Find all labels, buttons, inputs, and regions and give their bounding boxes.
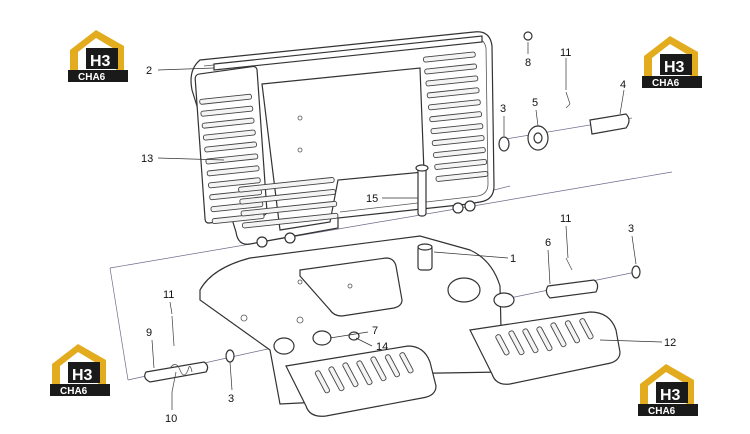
ring-lower <box>273 337 295 355</box>
small-parts <box>144 31 641 393</box>
bolt-8 <box>523 31 533 41</box>
washer-upper <box>498 136 510 152</box>
logo-wordmark: CHA6 <box>60 386 88 397</box>
callout-4: 4 <box>620 79 626 91</box>
brand-logo-top-right: H3 CHA6 <box>642 36 702 89</box>
callout-3-lower: 3 <box>228 393 234 405</box>
callout-11-upper: 11 <box>560 47 571 59</box>
callout-6: 6 <box>545 237 551 249</box>
callout-2: 2 <box>146 65 152 77</box>
callout-1: 1 <box>510 253 516 265</box>
callout-11-right: 11 <box>560 213 571 225</box>
callout-13: 13 <box>141 153 153 165</box>
callout-5: 5 <box>532 97 538 109</box>
upper-pedal-plate <box>190 31 495 248</box>
callout-8: 8 <box>525 57 531 69</box>
brand-logo-bottom-left: H3 CHA6 <box>50 344 110 397</box>
lower-middle-pedal <box>285 345 437 417</box>
logo-wordmark: CHA6 <box>652 78 680 89</box>
callout-labels: 2 13 15 1 8 11 4 5 3 11 6 3 12 7 14 11 9… <box>141 47 676 425</box>
nut-7 <box>312 330 332 346</box>
callout-10: 10 <box>165 413 177 425</box>
pin-15 <box>417 167 427 217</box>
pin-6 <box>545 279 599 299</box>
washer-lower <box>225 349 235 363</box>
brand-logo-top-left: H3 CHA6 <box>68 30 128 83</box>
brand-logo-bottom-right: H3 CHA6 <box>638 364 698 417</box>
logo-wordmark: CHA6 <box>78 72 106 83</box>
cotter-pin-right <box>565 257 573 271</box>
lower-right-pedal <box>469 311 621 385</box>
spring-tail <box>171 371 177 393</box>
callout-3-right: 3 <box>628 223 634 235</box>
logo-mark: H3 <box>90 53 111 70</box>
cotter-pin-upper <box>565 91 571 109</box>
callout-15: 15 <box>366 193 378 205</box>
callout-14: 14 <box>376 341 388 353</box>
logo-mark: H3 <box>664 59 685 76</box>
callout-11-left: 11 <box>163 289 174 301</box>
pin-4 <box>589 113 630 135</box>
callout-9: 9 <box>146 327 152 339</box>
logo-wordmark: CHA6 <box>648 406 676 417</box>
callout-3-upper: 3 <box>500 103 506 115</box>
washer-right <box>631 265 641 279</box>
leader-lines <box>151 42 663 410</box>
logo-mark: H3 <box>660 387 681 404</box>
callout-12: 12 <box>664 337 676 349</box>
spring-10 <box>169 364 193 376</box>
logo-mark: H3 <box>72 367 93 384</box>
callout-7: 7 <box>372 325 378 337</box>
pin-9 <box>144 361 209 383</box>
ring <box>493 292 515 308</box>
cotter-pin-left <box>171 315 175 347</box>
